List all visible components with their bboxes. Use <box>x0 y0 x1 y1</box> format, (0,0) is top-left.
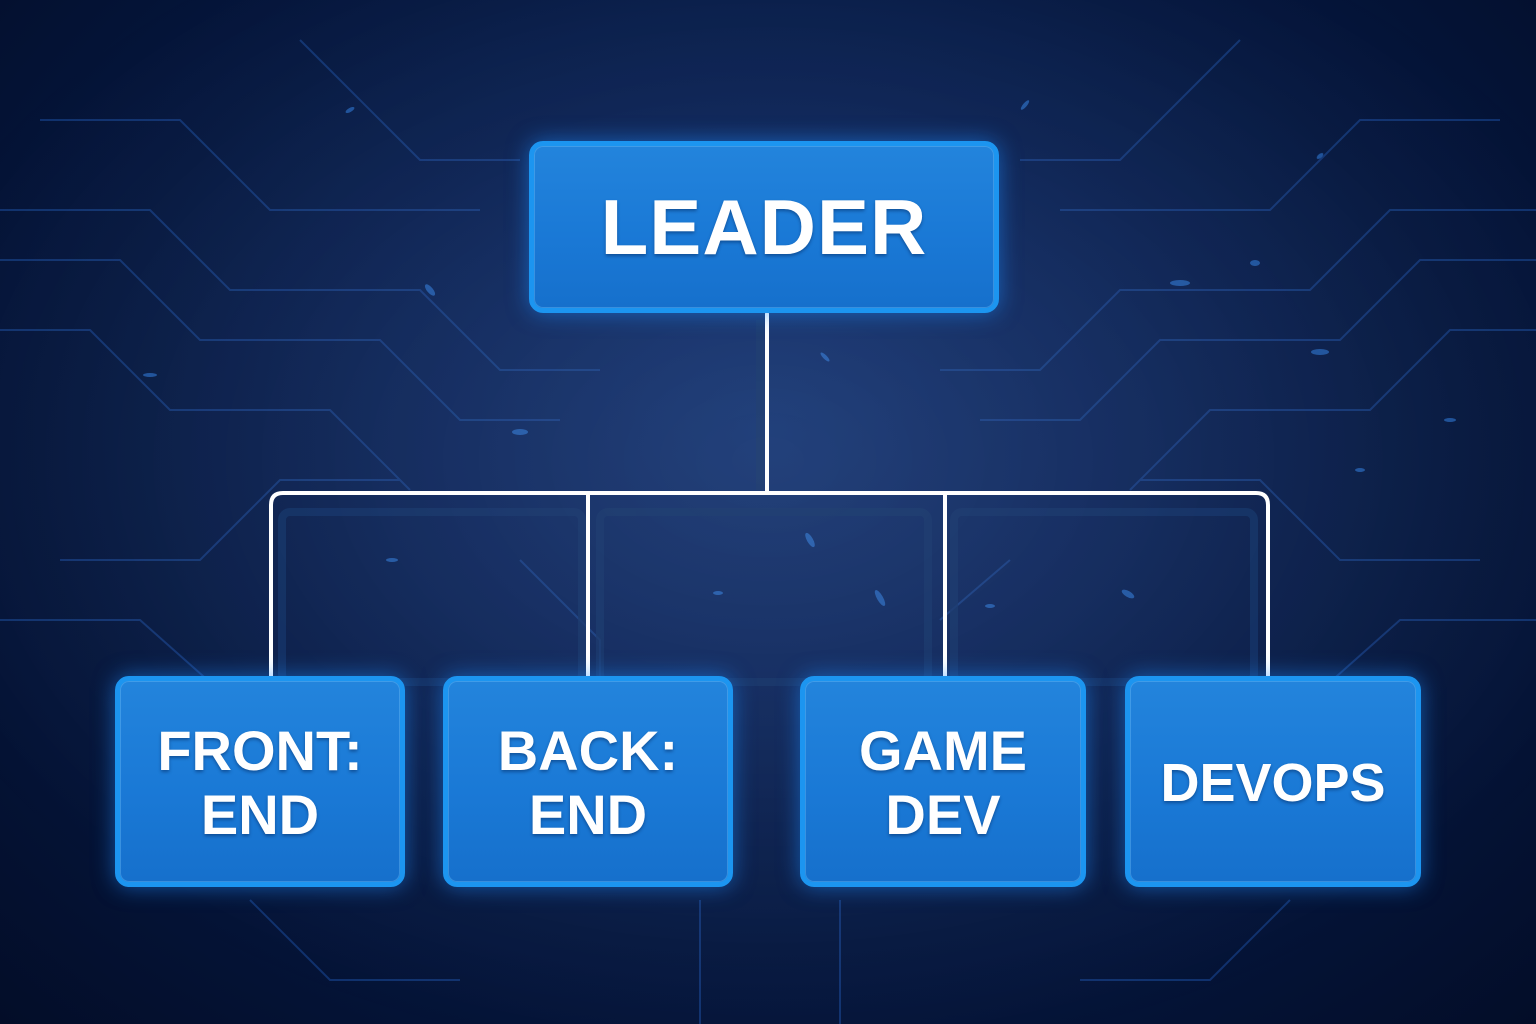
connector-horizontal-bar <box>269 491 1270 680</box>
node-front-end: FRONT: END <box>115 676 405 887</box>
node-back-end: BACK: END <box>443 676 733 887</box>
node-back-end-label-line1: BACK: <box>497 718 679 782</box>
node-devops-label: DEVOPS <box>1160 752 1386 813</box>
node-front-end-label-line1: FRONT: <box>157 718 363 782</box>
node-devops: DEVOPS <box>1125 676 1421 887</box>
node-back-end-label-line2: END <box>528 782 648 846</box>
node-game-dev: GAME DEV <box>800 676 1086 887</box>
node-leader: LEADER <box>529 141 999 313</box>
node-front-end-label-line2: END <box>200 782 320 846</box>
node-leader-label: LEADER <box>600 182 928 271</box>
node-game-dev-label-line2: DEV <box>885 782 1001 846</box>
node-game-dev-label-line1: GAME <box>859 718 1027 782</box>
